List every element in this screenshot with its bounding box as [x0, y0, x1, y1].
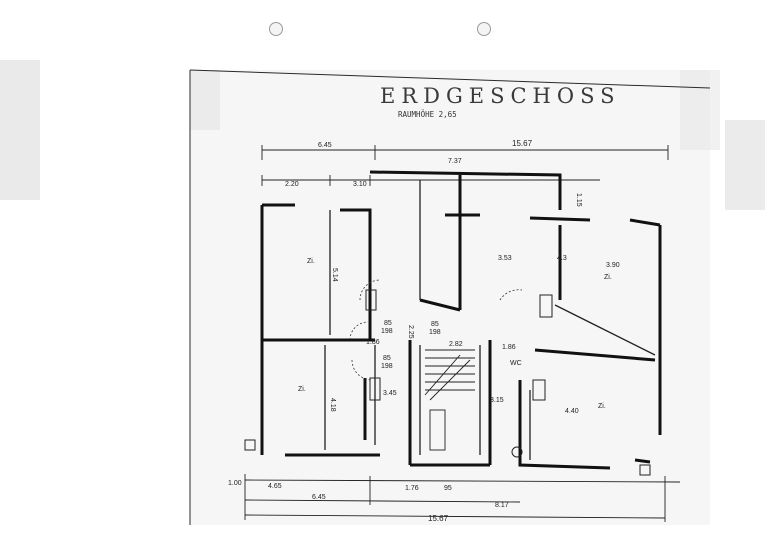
dim-bottom-left: 4.65 [268, 483, 282, 490]
scan-noise [0, 60, 765, 210]
dim-door-1b: 198 [381, 328, 393, 335]
inner-walls [324, 180, 656, 460]
dim-misc-a: 3.45 [383, 390, 397, 397]
dim-bottom-mid: 1.76 [405, 485, 419, 492]
fixtures [244, 289, 651, 476]
room-label-right: Zi. [604, 274, 612, 281]
dim-door-1: 85 [384, 320, 392, 327]
staircase [424, 349, 475, 451]
dim-right-room: 3.90 [606, 262, 620, 269]
walls [260, 170, 662, 470]
dim-bath-mid: 3.53 [498, 255, 512, 262]
dim-door-3: 85 [383, 355, 391, 362]
dim-stairs-w: 2.82 [449, 341, 463, 348]
dim-room-a: 2.20 [285, 181, 299, 188]
drawing-sheet [190, 70, 710, 525]
dim-right-lower: 4.40 [565, 408, 579, 415]
dim-bottom-total: 6.45 [312, 494, 326, 501]
room-label-right-lower: Zi. [598, 403, 606, 410]
dim-hall-v: 2.25 [407, 325, 414, 339]
dim-left-lower: 1.86 [366, 339, 380, 346]
dim-hall-h: 1.86 [502, 344, 516, 351]
plan-title: ERDGESCHOSS [380, 84, 621, 108]
dim-door-2b: 198 [429, 329, 441, 336]
dim-door-2: 85 [431, 321, 439, 328]
dim-bottom-mid2: 95 [444, 485, 452, 492]
room-label-left-lower: Zi. [298, 386, 306, 393]
dim-overall-bottom: 15.67 [428, 514, 449, 523]
dim-kitchen-top: 1.15 [575, 193, 582, 207]
punch-hole-right [477, 22, 491, 36]
punch-hole-left [269, 22, 283, 36]
plan-subtitle: RAUMHÖHE 2,65 [398, 110, 457, 119]
dim-overall-top: 15.67 [512, 139, 533, 148]
dim-door-3b: 198 [381, 363, 393, 370]
dim-left-lower-h: 4.18 [329, 398, 336, 412]
dim-misc-b: 3.15 [490, 397, 504, 404]
door-swings [349, 279, 523, 381]
dim-center-top: 7.37 [448, 158, 462, 165]
dim-left-top: 6.45 [318, 142, 332, 149]
dim-right-small: 4.3 [557, 255, 567, 262]
room-label-left: Zi. [307, 258, 315, 265]
sheet-border-top [189, 69, 711, 89]
dim-bottom-right: 8.17 [495, 502, 509, 509]
dim-room-b: 3.10 [353, 181, 367, 188]
dim-left-room-h: 5.14 [331, 268, 338, 282]
dim-misc-c: 1.00 [228, 480, 242, 487]
bottom-dimension-lines [244, 474, 681, 522]
wc-label: WC [510, 360, 522, 367]
top-dimension-lines [261, 145, 669, 186]
